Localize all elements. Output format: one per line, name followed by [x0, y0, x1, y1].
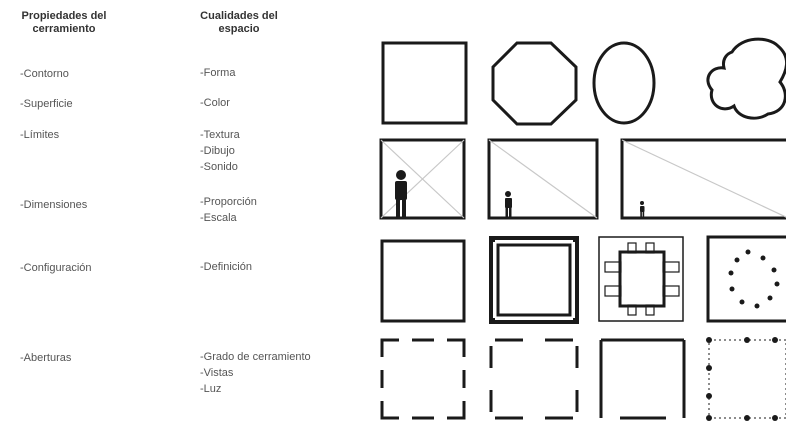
cualidades-configuracion: -Definición	[200, 259, 252, 275]
solid-square-icon	[380, 239, 466, 323]
center-openings-icon	[489, 338, 579, 420]
cualidades-dimensiones: -Proporción -Escala	[200, 194, 257, 226]
corner-openings-icon	[380, 338, 466, 420]
side-openings-icon	[599, 338, 686, 420]
propiedad-dimensiones: -Dimensiones	[20, 199, 88, 211]
cualidad-escala: -Escala	[200, 212, 237, 224]
person-icon	[505, 191, 512, 218]
cualidades-contorno: -Forma	[200, 65, 235, 81]
cualidad-dibujo: -Dibujo	[200, 145, 235, 157]
room-scale-medium-icon	[487, 138, 599, 220]
dotted-column-square-icon	[706, 235, 786, 323]
header-propiedades: Propiedades del cerramiento	[21, 10, 107, 35]
blob-icon	[706, 37, 786, 120]
propiedad-limites: -Límites	[20, 129, 60, 141]
header-cualidades: Cualidades del espacio	[200, 10, 278, 35]
cualidad-luz: -Luz	[200, 383, 222, 395]
propiedad-contorno: -Contorno	[20, 68, 69, 80]
cualidades-limites: -Textura -Dibujo -Sonido	[200, 127, 240, 175]
person-icon	[640, 201, 645, 218]
cualidad-sonido: -Sonido	[200, 161, 238, 173]
cualidad-color: -Color	[200, 97, 230, 109]
cualidad-textura: -Textura	[200, 129, 240, 141]
octagon-icon	[491, 41, 578, 126]
columns-only-icon	[706, 337, 786, 421]
articulated-square-icon	[598, 236, 684, 322]
room-scale-small-icon	[379, 138, 466, 220]
room-scale-large-icon	[620, 138, 786, 220]
cualidad-vistas: -Vistas	[200, 367, 234, 379]
cualidad-grado-cerramiento: -Grado de cerramiento	[200, 351, 311, 363]
cualidades-aberturas: -Grado de cerramiento -Vistas -Luz	[200, 349, 311, 397]
circle-icon	[592, 41, 656, 125]
person-icon	[395, 170, 407, 218]
propiedad-configuracion: -Configuración	[20, 262, 92, 274]
propiedad-aberturas: -Aberturas	[20, 352, 72, 364]
cualidad-forma: -Forma	[200, 67, 236, 79]
cualidades-superficie: -Color	[200, 95, 230, 111]
propiedad-superficie: -Superficie	[20, 98, 73, 110]
double-wall-square-icon	[489, 236, 579, 324]
square-icon	[381, 41, 468, 125]
cualidad-proporcion: -Proporción	[200, 196, 257, 208]
cualidad-definicion: -Definición	[200, 261, 252, 273]
